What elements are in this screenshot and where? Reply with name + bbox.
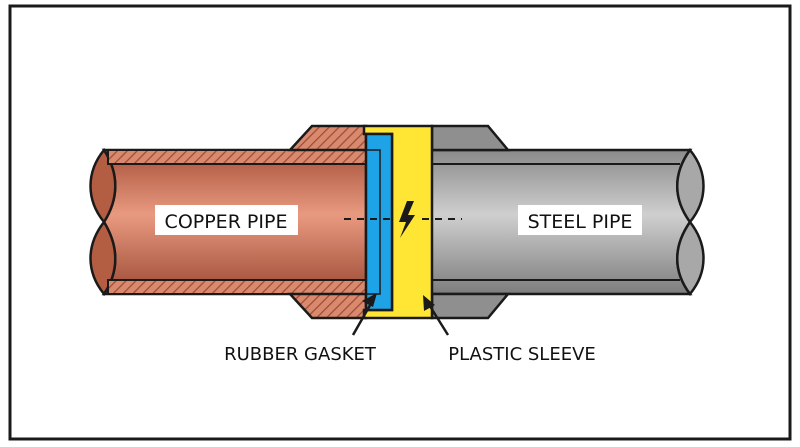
copper-pipe-end [89, 147, 117, 297]
steel-pipe-label: STEEL PIPE [518, 205, 642, 235]
steel-pipe-end [676, 147, 705, 297]
rubber-gasket-arrow [351, 293, 377, 336]
steel-pipe-label-text: STEEL PIPE [528, 211, 633, 233]
copper-pipe-label-text: COPPER PIPE [165, 211, 288, 233]
copper-wall-bottom [107, 279, 367, 295]
plastic-sleeve-arrow [423, 295, 450, 336]
copper-pipe-label: COPPER PIPE [155, 205, 298, 235]
copper-fitting [287, 124, 368, 320]
rubber-gasket-label: RUBBER GASKET [224, 344, 377, 365]
plastic-sleeve-label: PLASTIC SLEEVE [448, 344, 596, 365]
copper-wall-top [107, 149, 367, 165]
rubber-gasket [364, 132, 394, 312]
lightning-bolt-icon [396, 200, 418, 240]
